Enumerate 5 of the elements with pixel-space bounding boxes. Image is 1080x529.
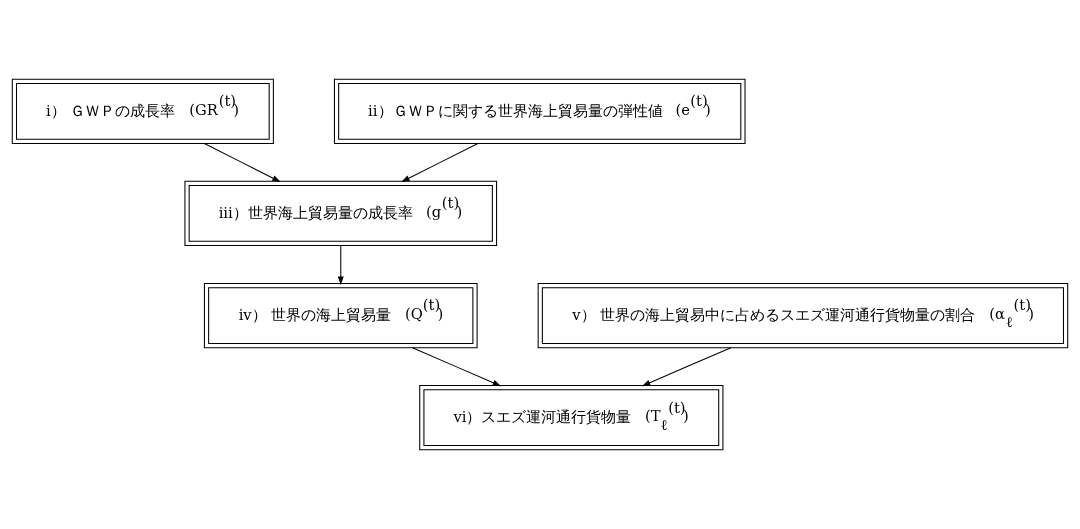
arrow (411, 347, 502, 387)
arrow (203, 142, 281, 183)
arrow (337, 245, 344, 286)
arrow (641, 347, 732, 387)
arrow (401, 142, 479, 183)
